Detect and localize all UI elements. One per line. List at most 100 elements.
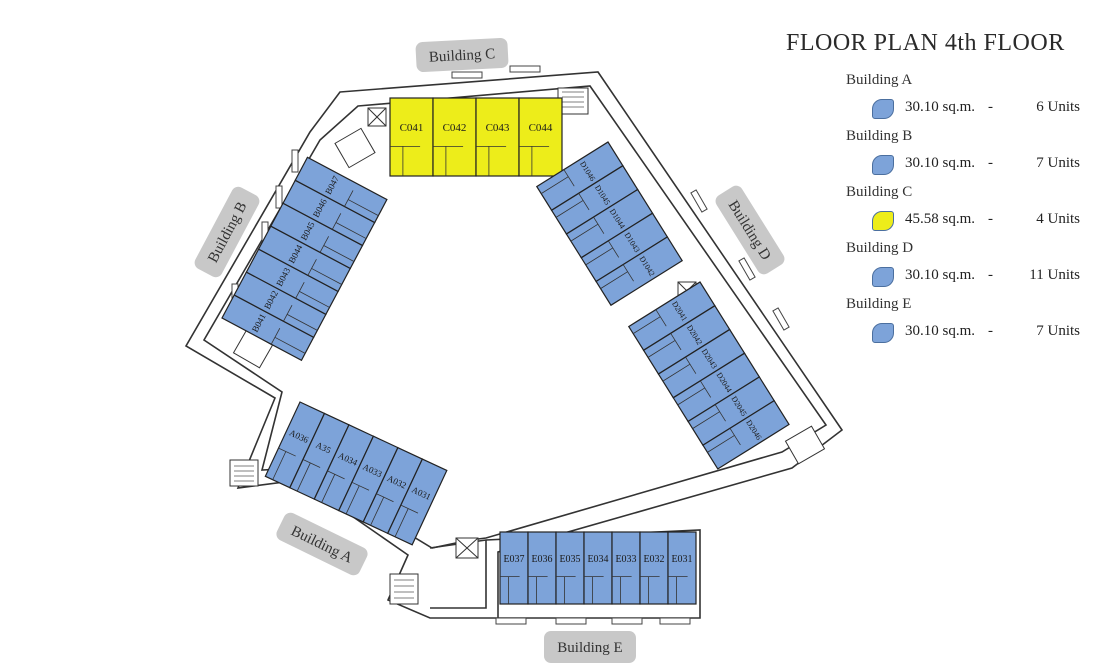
stair-treads — [234, 91, 584, 599]
unit-partition — [302, 459, 321, 468]
unit-shape — [527, 531, 557, 605]
building-c-units: C041 C042 C043 C044 — [389, 97, 563, 177]
unit[interactable]: A031 — [386, 458, 448, 546]
unit-label: E036 — [531, 554, 552, 565]
unit[interactable]: D2041 — [627, 281, 716, 352]
unit[interactable]: E036 — [527, 531, 557, 605]
unit-shape — [611, 531, 641, 605]
unit-shape — [389, 97, 434, 177]
unit[interactable]: D1046 — [535, 141, 624, 212]
unit[interactable]: B046 — [282, 179, 376, 247]
unit-partition — [622, 264, 634, 282]
unit[interactable]: C044 — [518, 97, 563, 177]
unit[interactable]: B047 — [294, 156, 388, 224]
unit-partition — [541, 176, 569, 194]
legend-swatch — [872, 267, 894, 287]
unit[interactable]: D1043 — [580, 212, 669, 283]
unit[interactable]: A036 — [264, 401, 326, 489]
unit-shape — [475, 97, 520, 177]
unit-partition — [714, 404, 726, 422]
legend-units: 4 Units — [1036, 211, 1080, 227]
building-e-label: Building E — [544, 631, 636, 663]
unit[interactable]: B041 — [221, 294, 315, 362]
unit[interactable]: E032 — [639, 531, 669, 605]
unit-partition — [327, 470, 345, 480]
unit-label: E032 — [643, 554, 664, 565]
unit-partition — [345, 485, 360, 515]
legend-units: 7 Units — [1036, 155, 1080, 171]
unit[interactable]: E033 — [611, 531, 641, 605]
building-c-label: Building C — [415, 37, 509, 73]
unit-partition — [685, 356, 697, 374]
unit-partition — [692, 411, 720, 429]
legend-row: 45.58 sq.m. - 4 Units — [872, 210, 1080, 232]
legend-swatch — [872, 155, 894, 175]
unit-shape — [583, 531, 613, 605]
unit-partition — [286, 313, 318, 331]
unit-label: E034 — [587, 554, 608, 565]
unit-partition — [311, 268, 342, 285]
building-e-label-text: Building E — [557, 640, 622, 656]
building-c-label-text: Building C — [429, 46, 496, 65]
unit-label: C042 — [443, 122, 467, 134]
unit-partition — [299, 291, 330, 308]
unit[interactable]: D1042 — [595, 236, 684, 307]
legend-units: 6 Units — [1036, 99, 1080, 115]
legend-dash: - — [988, 155, 993, 171]
unit-partition — [578, 193, 590, 211]
legend-building-name: Building C — [846, 184, 913, 200]
legend-building-d: Building D 30.10 sq.m. - 11 Units — [846, 240, 1086, 296]
unit[interactable]: E037 — [499, 531, 529, 605]
legend-units: 11 Units — [1029, 267, 1080, 283]
legend-building-b: Building B 30.10 sq.m. - 7 Units — [846, 128, 1086, 184]
legend-row: 30.10 sq.m. - 11 Units — [872, 266, 1080, 288]
legend-building-name: Building A — [846, 72, 913, 88]
unit-partition — [331, 213, 342, 230]
unit[interactable]: A034 — [313, 424, 375, 512]
legend-row: 30.10 sq.m. - 7 Units — [872, 322, 1080, 344]
unit[interactable]: C041 — [389, 97, 434, 177]
unit-partition — [295, 282, 305, 299]
unit[interactable]: D1045 — [550, 164, 639, 235]
unit[interactable]: C043 — [475, 97, 520, 177]
legend-building-name: Building E — [846, 296, 912, 312]
unit-partition — [370, 496, 385, 526]
building-a-label: Building A — [276, 512, 368, 576]
unit[interactable]: E034 — [583, 531, 613, 605]
legend-dash: - — [988, 323, 993, 339]
unit-partition — [600, 271, 628, 289]
unit-partition — [278, 447, 296, 457]
unit-partition — [707, 435, 735, 453]
legend-swatch — [872, 99, 894, 119]
unit-shape — [639, 531, 669, 605]
legend-swatch — [872, 211, 894, 231]
legend-swatch — [872, 323, 894, 343]
unit-partition — [647, 340, 676, 358]
unit-partition — [394, 508, 409, 537]
unit-partition — [570, 223, 599, 242]
unit[interactable]: D2045 — [687, 376, 776, 447]
unit[interactable]: D2042 — [642, 304, 731, 375]
unit-label: C041 — [400, 122, 424, 134]
unit-partition — [729, 428, 741, 446]
legend-building-name: Building D — [846, 240, 914, 256]
unit[interactable]: C042 — [432, 97, 477, 177]
unit-partition — [677, 387, 706, 406]
legend-dash: - — [988, 211, 993, 227]
legend-building-c: Building C 45.58 sq.m. - 4 Units — [846, 184, 1086, 240]
unit-label: C043 — [486, 122, 510, 134]
legend-dash: - — [988, 267, 993, 283]
unit[interactable]: E031 — [667, 531, 697, 605]
unit[interactable]: B045 — [270, 202, 364, 270]
unit-partition — [319, 236, 329, 253]
legend-units: 7 Units — [1036, 323, 1080, 339]
unit[interactable]: E035 — [555, 531, 585, 605]
unit[interactable]: D2046 — [702, 399, 790, 470]
unit-partition — [608, 240, 620, 258]
unit-shape — [667, 531, 697, 605]
unit[interactable]: B042 — [233, 271, 327, 339]
unit-partition — [321, 474, 336, 503]
